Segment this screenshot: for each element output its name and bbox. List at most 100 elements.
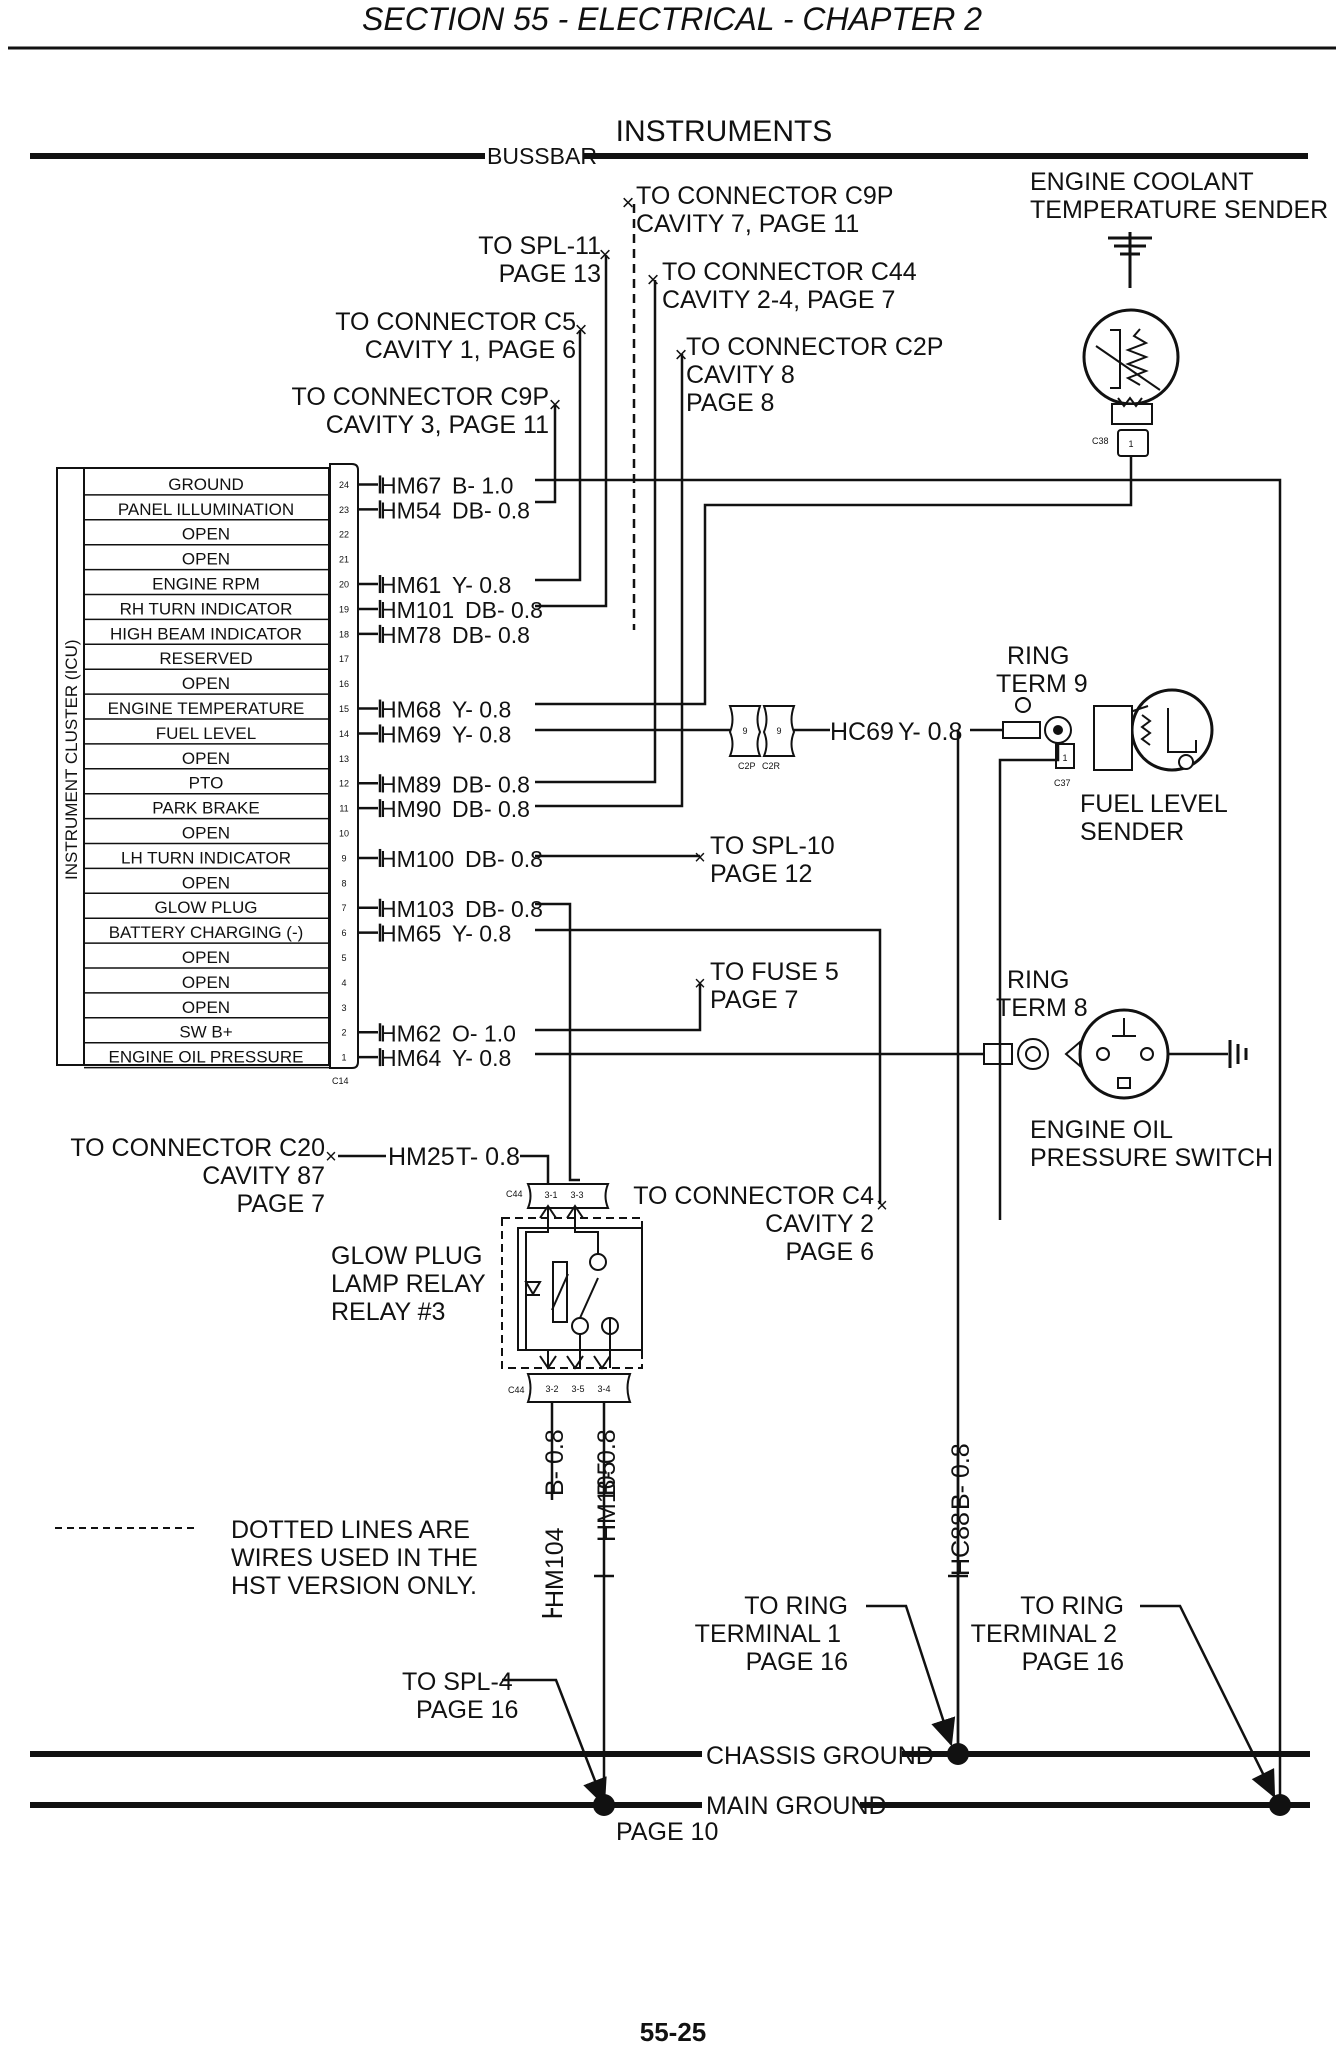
cluster-connector-label: C14 — [332, 1076, 349, 1086]
svg-text:FUEL LEVEL: FUEL LEVEL — [1080, 790, 1228, 818]
wire-id: HM61 — [380, 572, 441, 598]
legend: DOTTED LINES ARE WIRES USED IN THE HST V… — [55, 1516, 478, 1600]
svg-text:LAMP RELAY: LAMP RELAY — [331, 1270, 486, 1298]
svg-text:CAVITY 8: CAVITY 8 — [686, 361, 795, 389]
ring-terminal-8-icon — [983, 1043, 1013, 1065]
pin-number: 9 — [341, 853, 346, 863]
fuel-level-sender: RING TERM 9 1 C37 FUEL LEVEL SENDER — [996, 642, 1228, 846]
hc88-wire: B- 0.8 HC88 — [947, 1443, 975, 1578]
wire-id: HM89 — [380, 771, 441, 797]
svg-text:B- 0.8: B- 0.8 — [541, 1429, 569, 1496]
svg-text:×: × — [876, 1195, 888, 1217]
svg-text:TERM 9: TERM 9 — [996, 670, 1088, 698]
ring-terminal2-ref: TO RING TERMINAL 2 PAGE 16 — [971, 1592, 1276, 1799]
pin-number: 8 — [341, 878, 346, 888]
svg-text:WIRES USED IN THE: WIRES USED IN THE — [231, 1544, 478, 1572]
wire-spec: Y- 0.8 — [452, 921, 511, 947]
svg-text:TO SPL-4: TO SPL-4 — [402, 1668, 513, 1696]
svg-text:HM104: HM104 — [541, 1527, 569, 1608]
svg-text:TO CONNECTOR C5: TO CONNECTOR C5 — [335, 308, 576, 336]
svg-text:SENDER: SENDER — [1080, 818, 1184, 846]
pin-label: OPEN — [182, 525, 230, 544]
wire-id: HM90 — [380, 796, 441, 822]
pin-number: 6 — [341, 928, 346, 938]
pin-number: 4 — [341, 978, 346, 988]
svg-text:TO SPL-10: TO SPL-10 — [710, 832, 835, 860]
svg-text:RELAY #3: RELAY #3 — [331, 1298, 445, 1326]
svg-text:TO CONNECTOR C20: TO CONNECTOR C20 — [70, 1134, 325, 1162]
pin-label: BATTERY CHARGING (-) — [109, 923, 304, 942]
svg-text:PAGE 16: PAGE 16 — [746, 1648, 848, 1676]
svg-text:CAVITY 2: CAVITY 2 — [765, 1210, 874, 1238]
svg-text:TO CONNECTOR C9P: TO CONNECTOR C9P — [636, 182, 893, 210]
svg-text:3-3: 3-3 — [570, 1190, 583, 1200]
svg-text:PAGE 8: PAGE 8 — [686, 389, 774, 417]
wire-spec: Y- 0.8 — [452, 697, 511, 723]
pin-label: ENGINE RPM — [152, 575, 260, 594]
pin-label: RESERVED — [159, 649, 252, 668]
vertical-ground-wires — [550, 1402, 960, 1804]
pin-number: 15 — [339, 704, 349, 714]
wire-id: HM100 — [380, 846, 454, 872]
pin-label: OPEN — [182, 998, 230, 1017]
pin-number: 24 — [339, 480, 349, 490]
wire-id: HM103 — [380, 896, 454, 922]
svg-text:PAGE 6: PAGE 6 — [786, 1238, 874, 1266]
svg-text:GLOW PLUG: GLOW PLUG — [331, 1242, 482, 1270]
svg-text:TO CONNECTOR C44: TO CONNECTOR C44 — [662, 258, 917, 286]
ref-c2p-cavity8: TO CONNECTOR C2P CAVITY 8 PAGE 8 — [686, 333, 943, 417]
main-ground-bus: MAIN GROUND PAGE 10 — [30, 1792, 1310, 1846]
glow-plug-lamp-relay: GLOW PLUG LAMP RELAY RELAY #3 C44 3-1 3-… — [331, 1183, 643, 1403]
svg-text:9: 9 — [776, 726, 781, 736]
wire-spec: Y- 0.8 — [452, 572, 511, 598]
pin-number: 21 — [339, 555, 349, 565]
pin-number: 23 — [339, 505, 349, 515]
hm25-wire-id: HM25 — [388, 1143, 455, 1171]
ref-c9p-cavity7: TO CONNECTOR C9P CAVITY 7, PAGE 11 — [636, 182, 893, 238]
wire-spec: Y- 0.8 — [452, 1045, 511, 1071]
svg-text:×: × — [549, 392, 562, 417]
svg-text:HST VERSION ONLY.: HST VERSION ONLY. — [231, 1572, 477, 1600]
pin-number: 7 — [341, 903, 346, 913]
pin-label: PARK BRAKE — [152, 799, 259, 818]
coolant-sender-icon — [1082, 308, 1180, 406]
hc69-wire-id: HC69 — [830, 718, 894, 746]
svg-text:C2R: C2R — [762, 761, 781, 771]
engine-coolant-temp-sender: ENGINE COOLANT TEMPERATURE SENDER 1 C38 — [1030, 168, 1328, 457]
svg-text:TERMINAL 1: TERMINAL 1 — [695, 1620, 841, 1648]
wire-id: HM62 — [380, 1020, 441, 1046]
svg-text:×: × — [675, 342, 688, 367]
svg-text:CAVITY 1, PAGE 6: CAVITY 1, PAGE 6 — [365, 336, 576, 364]
wire-id: HM67 — [380, 472, 441, 498]
svg-text:3-5: 3-5 — [571, 1384, 584, 1394]
svg-text:×: × — [622, 190, 635, 215]
svg-text:C44: C44 — [506, 1189, 523, 1199]
svg-text:3-1: 3-1 — [544, 1190, 557, 1200]
hc69-wire-spec: Y- 0.8 — [898, 718, 962, 746]
right-side-wires — [535, 456, 1282, 1810]
diagram-title: INSTRUMENTS — [616, 115, 833, 148]
cluster-connector-shell — [329, 463, 359, 1069]
svg-text:C2P: C2P — [738, 761, 756, 771]
svg-text:PAGE 16: PAGE 16 — [416, 1696, 518, 1724]
hm104-wire: B- 0.8 HM104 — [541, 1429, 569, 1618]
c20-ref: TO CONNECTOR C20 CAVITY 87 PAGE 7 × HM25… — [70, 1134, 550, 1218]
pin-label: OPEN — [182, 873, 230, 892]
svg-text:C37: C37 — [1054, 778, 1071, 788]
svg-text:TO RING: TO RING — [744, 1592, 848, 1620]
svg-text:9: 9 — [742, 726, 747, 736]
c2p-c2r-connector: 9 9 C2P C2R HC69 Y- 0.8 — [728, 705, 1003, 771]
svg-text:PAGE 7: PAGE 7 — [710, 986, 798, 1014]
cluster-label: INSTRUMENT CLUSTER (ICU) — [62, 639, 81, 880]
svg-text:TO CONNECTOR C4: TO CONNECTOR C4 — [633, 1182, 874, 1210]
pin-number: 11 — [339, 804, 348, 814]
svg-text:×: × — [575, 317, 588, 342]
svg-text:CAVITY 87: CAVITY 87 — [202, 1162, 325, 1190]
pin-label: OPEN — [182, 749, 230, 768]
svg-text:CAVITY 7, PAGE 11: CAVITY 7, PAGE 11 — [636, 210, 859, 238]
svg-text:PAGE 16: PAGE 16 — [1022, 1648, 1124, 1676]
